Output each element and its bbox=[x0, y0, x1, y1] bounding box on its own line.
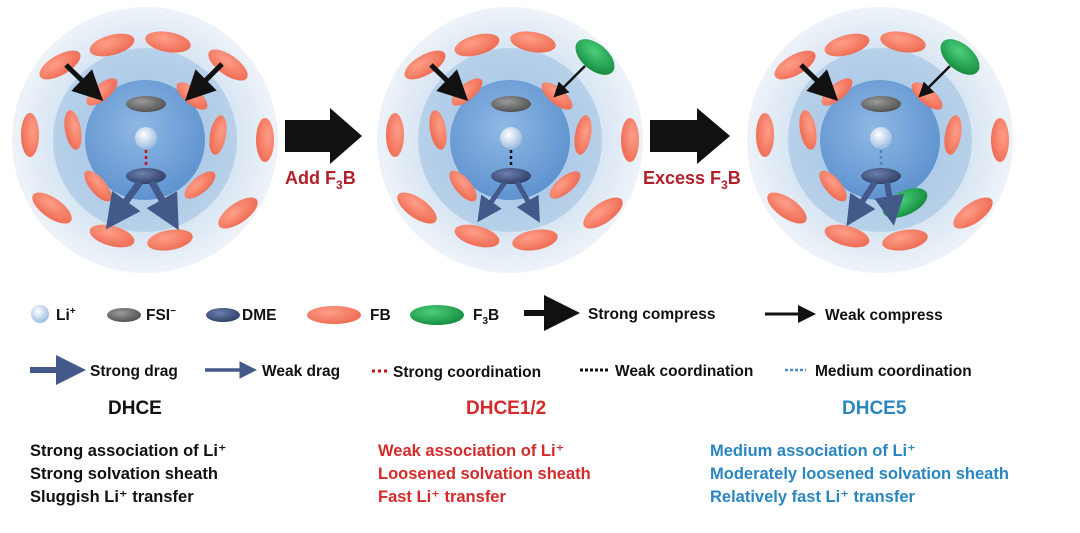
legend-strong-coordination: Strong coordination bbox=[393, 364, 541, 381]
li-legend-icon bbox=[31, 305, 49, 323]
weak-drag-arrow bbox=[477, 180, 508, 223]
legend-fb: FB bbox=[370, 307, 391, 324]
fsi-molecule bbox=[861, 96, 901, 112]
legend-fsi: FSI− bbox=[146, 306, 176, 324]
fsi-molecule bbox=[491, 96, 531, 112]
process-arrow-add bbox=[285, 108, 362, 164]
weak-drag-arrow bbox=[514, 180, 540, 223]
panel-dhce-half: DHCE1/2 Weak association of Li⁺ Loosened… bbox=[378, 398, 718, 509]
panel-line: Loosened solvation sheath bbox=[378, 465, 591, 483]
drag-arrow bbox=[874, 181, 905, 226]
excess-f3b-label: Excess F3B bbox=[643, 168, 741, 192]
panel-line: Strong solvation sheath bbox=[30, 465, 218, 483]
dme-legend-icon bbox=[206, 308, 240, 322]
legend-weak-drag: Weak drag bbox=[262, 363, 340, 380]
weak-compress-arrow bbox=[553, 65, 586, 98]
legend-f3b: F3B bbox=[473, 307, 499, 327]
legend-weak-coordination: Weak coordination bbox=[615, 363, 753, 380]
dme-molecule bbox=[126, 168, 166, 184]
fb-molecules bbox=[756, 31, 1009, 251]
panel-line: Sluggish Li⁺ transfer bbox=[30, 488, 194, 506]
strong-compress-arrow bbox=[64, 63, 104, 101]
dme-molecule bbox=[491, 168, 531, 184]
f3b-molecule bbox=[575, 39, 615, 75]
legend-li: Li+ bbox=[56, 306, 76, 324]
panel-dhce5: DHCE5 Medium association of Li⁺ Moderate… bbox=[710, 398, 1050, 509]
panel-line: Medium association of Li⁺ bbox=[710, 442, 916, 460]
cluster-dhce5 bbox=[747, 7, 1013, 273]
panel-line: Moderately loosened solvation sheath bbox=[710, 465, 1009, 483]
panel-line: Strong association of Li⁺ bbox=[30, 442, 227, 460]
f3b-molecule bbox=[940, 39, 980, 75]
fb-legend-icon bbox=[307, 306, 361, 324]
weak-compress-arrow bbox=[918, 65, 951, 98]
dme-molecule bbox=[861, 168, 901, 184]
panel-title: DHCE bbox=[108, 398, 162, 419]
drag-arrow bbox=[846, 180, 878, 227]
legend-strong-compress: Strong compress bbox=[588, 306, 715, 323]
panel-line: Weak association of Li⁺ bbox=[378, 442, 565, 460]
fsi-molecule bbox=[126, 96, 166, 112]
strong-drag-arrow bbox=[105, 179, 143, 230]
add-f3b-label: Add F3B bbox=[285, 168, 356, 192]
process-arrow-excess bbox=[650, 108, 730, 164]
cluster-dhce-half bbox=[377, 7, 643, 273]
strong-drag-arrow bbox=[146, 180, 179, 231]
li-ion bbox=[500, 127, 522, 149]
li-ion bbox=[870, 127, 892, 149]
legend-strong-drag: Strong drag bbox=[90, 363, 178, 380]
panel-line: Fast Li⁺ transfer bbox=[378, 488, 506, 506]
f3b-legend-icon bbox=[410, 305, 464, 325]
fsi-legend-icon bbox=[107, 308, 141, 322]
panel-title: DHCE1/2 bbox=[466, 398, 547, 419]
legend-dme: DME bbox=[242, 307, 276, 324]
legend-medium-coordination: Medium coordination bbox=[815, 363, 972, 380]
cluster-dhce bbox=[12, 7, 278, 273]
strong-compress-arrow bbox=[429, 63, 469, 101]
legend: Li+ FSI− DME FB F3B Strong compress Weak… bbox=[30, 295, 972, 385]
panel-line: Relatively fast Li⁺ transfer bbox=[710, 488, 915, 506]
legend-weak-compress: Weak compress bbox=[825, 307, 943, 324]
strong-compress-arrow bbox=[184, 62, 224, 102]
panel-title: DHCE5 bbox=[842, 398, 907, 419]
li-ion bbox=[135, 127, 157, 149]
strong-compress-arrow bbox=[799, 63, 839, 101]
panel-dhce: DHCE Strong association of Li⁺ Strong so… bbox=[30, 398, 370, 509]
